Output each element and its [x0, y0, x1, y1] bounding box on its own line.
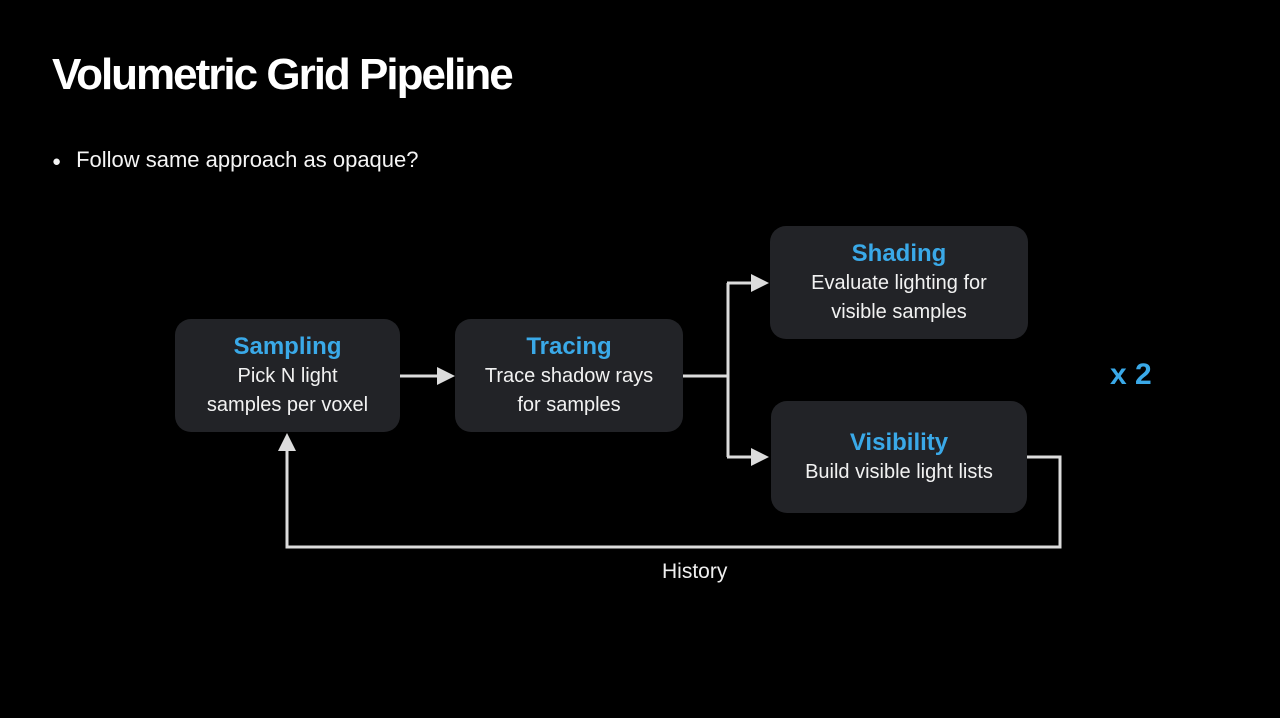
node-visibility-body: Build visible light lists: [805, 461, 993, 484]
node-sampling-title: Sampling: [233, 332, 342, 360]
node-visibility: Visibility Build visible light lists: [771, 401, 1027, 513]
multiplier-label: x 2: [1110, 358, 1152, 391]
page-title: Volumetric Grid Pipeline: [52, 50, 514, 99]
node-shading: Shading Evaluate lighting for visible sa…: [770, 226, 1028, 339]
node-shading-title: Shading: [851, 239, 947, 267]
bullet-icon: ●: [52, 152, 62, 170]
node-tracing: Tracing Trace shadow rays for samples: [455, 319, 683, 432]
bullet-item: ● Follow same approach as opaque?: [52, 147, 419, 173]
history-label: History: [662, 560, 728, 583]
arrowhead-sampling: [278, 433, 296, 451]
edge-history-loop: [285, 450, 1062, 549]
node-sampling: Sampling Pick N light samples per voxel: [175, 319, 400, 432]
node-shading-body: Evaluate lighting for visible samples: [811, 272, 987, 324]
arrowhead-shading: [751, 274, 769, 292]
node-tracing-title: Tracing: [526, 332, 612, 360]
bullet-text: Follow same approach as opaque?: [76, 147, 419, 172]
node-tracing-body: Trace shadow rays for samples: [484, 365, 654, 417]
node-sampling-body: Pick N light samples per voxel: [206, 365, 369, 417]
node-visibility-title: Visibility: [849, 428, 949, 456]
arrowhead-tracing: [437, 367, 455, 385]
arrowhead-visibility: [751, 448, 769, 466]
